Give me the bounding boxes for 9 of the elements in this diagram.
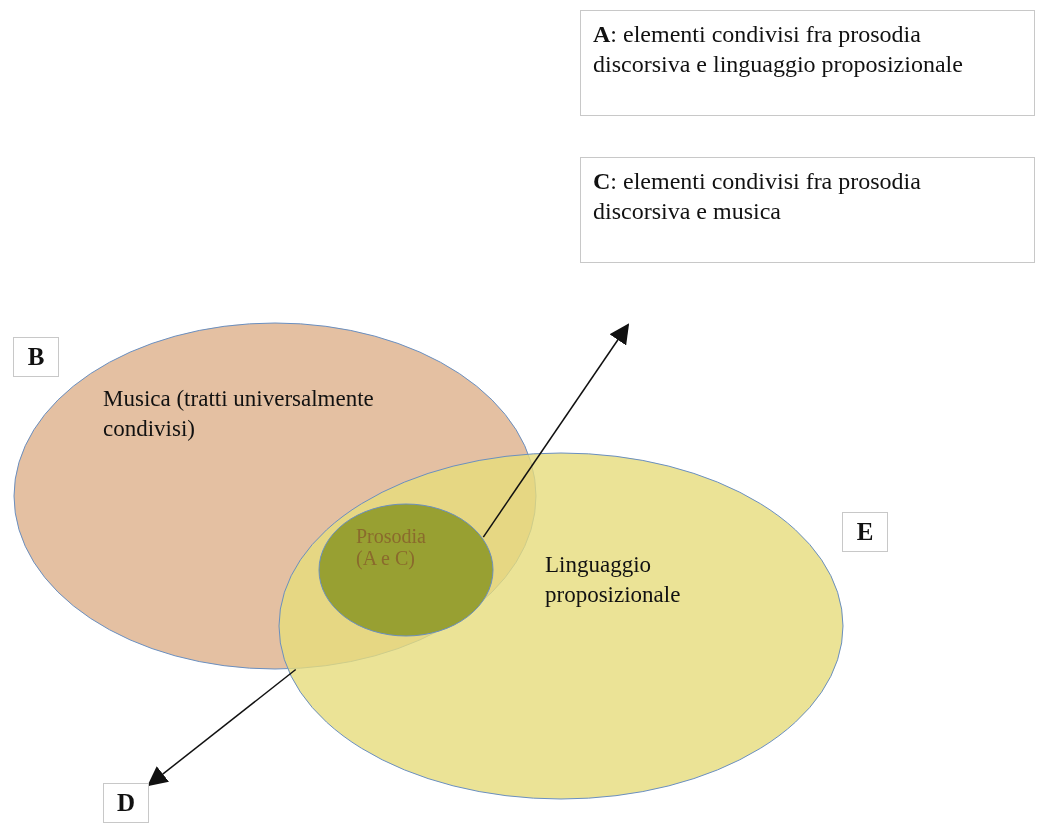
set-label: Musica (tratti universalmente condivisi)	[103, 385, 375, 443]
note-box: A: elementi condivisi fra prosodia discorsiva e linguaggio proposizionale	[580, 10, 1035, 116]
set-label: Linguaggio proposizionale	[545, 551, 682, 609]
note-box: C: elementi condivisi fra prosodia discorsiva e musica	[580, 157, 1035, 263]
letter-box: D	[103, 783, 149, 823]
letter-box: E	[842, 512, 888, 552]
arrow	[482, 323, 630, 538]
arrow	[147, 668, 297, 787]
letter-box: B	[13, 337, 59, 377]
